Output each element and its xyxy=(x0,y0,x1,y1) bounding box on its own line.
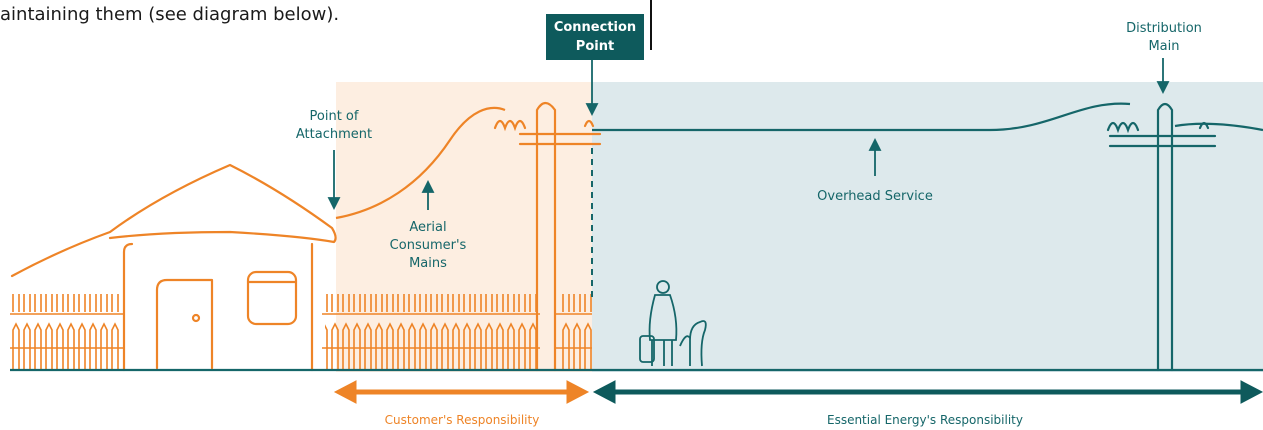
energy-responsibility-arrow xyxy=(592,380,1263,404)
connection-point-label: Connection Point xyxy=(546,14,644,60)
aerial-mains-wire xyxy=(335,106,506,220)
overhead-service-wire xyxy=(592,102,1131,132)
distribution-main-label: Distribution Main xyxy=(1126,21,1202,54)
person-icon xyxy=(639,280,678,366)
aerial-mains-label: Aerial Consumer's Mains xyxy=(389,220,467,271)
intro-text: aintaining them (see diagram below). xyxy=(0,4,340,25)
text-cursor xyxy=(650,0,652,50)
fence-icon xyxy=(10,294,592,370)
point-of-attachment-label: Point of Attachment xyxy=(295,109,373,142)
overhead-service-label: Overhead Service xyxy=(817,189,933,204)
power-pole-icon xyxy=(493,101,602,372)
customer-responsibility-arrow xyxy=(333,380,590,404)
house-icon xyxy=(10,163,337,372)
arrow-icon xyxy=(327,58,1170,211)
customer-responsibility-label: Customer's Responsibility xyxy=(384,413,540,427)
dog-icon xyxy=(679,320,707,367)
energy-responsibility-label: Essential Energy's Responsibility xyxy=(826,413,1023,427)
power-pole-icon xyxy=(1106,102,1217,372)
